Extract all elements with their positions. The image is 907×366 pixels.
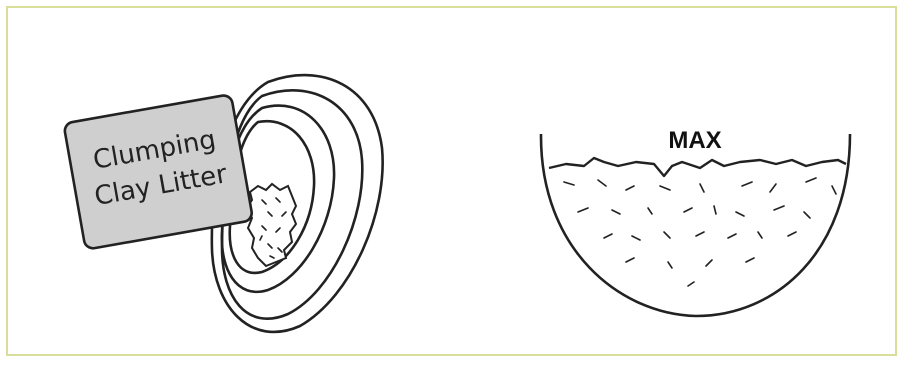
litter-bag: Clumping Clay Litter <box>63 94 253 250</box>
bowl-cross-section <box>541 134 850 316</box>
bowl-outline <box>541 134 850 316</box>
litter-surface-line <box>549 158 846 176</box>
bowl-litter-texture <box>564 178 836 286</box>
max-fill-label: MAX <box>668 127 721 154</box>
